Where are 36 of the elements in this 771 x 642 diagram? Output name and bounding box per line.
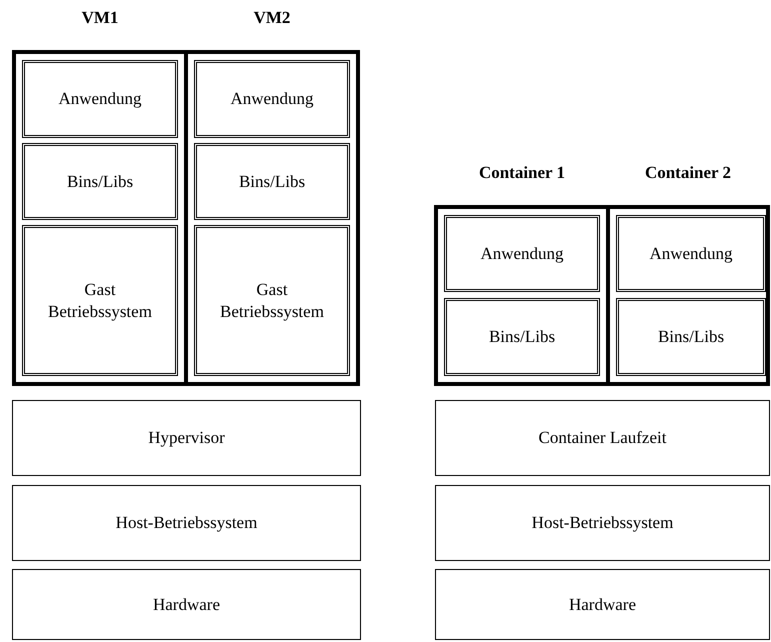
column-heading: VM2 bbox=[252, 8, 292, 28]
layer-box bbox=[435, 569, 770, 640]
layer-label: Host-Betriebssystem bbox=[116, 513, 258, 533]
layer-label: Hypervisor bbox=[148, 428, 225, 448]
layer-label: Anwendung bbox=[58, 88, 142, 110]
layer-box bbox=[12, 485, 361, 561]
layer-box bbox=[444, 298, 600, 376]
layer-box bbox=[616, 298, 766, 376]
layer-box bbox=[194, 143, 350, 220]
layer-label: Bins/Libs bbox=[66, 170, 134, 192]
layer-label: Host-Betriebssystem bbox=[532, 513, 674, 533]
layer-box bbox=[435, 400, 770, 476]
layer-box bbox=[22, 143, 178, 220]
layer-label: Hardware bbox=[152, 594, 220, 614]
layer-label: Bins/Libs bbox=[488, 326, 556, 348]
layer-label: Bins/Libs bbox=[658, 326, 724, 348]
layer-label: Anwendung bbox=[649, 242, 733, 264]
layer-box bbox=[444, 215, 600, 292]
layer-box bbox=[194, 225, 350, 376]
layer-box bbox=[435, 485, 770, 561]
layer-box bbox=[12, 569, 361, 640]
column-heading: Container 1 bbox=[478, 163, 566, 183]
column-heading: VM1 bbox=[80, 8, 120, 28]
layer-box bbox=[616, 215, 766, 292]
layer-label: Gast Betriebssystem bbox=[219, 279, 325, 322]
layer-box bbox=[12, 400, 361, 476]
column-heading: Container 2 bbox=[644, 163, 732, 183]
layer-box bbox=[22, 60, 178, 138]
layer-label: Gast Betriebssystem bbox=[47, 279, 153, 322]
layer-box bbox=[22, 225, 178, 376]
layer-box bbox=[194, 60, 350, 138]
layer-label: Anwendung bbox=[480, 242, 564, 264]
layer-label: Anwendung bbox=[230, 88, 314, 110]
layer-label: Bins/Libs bbox=[238, 170, 306, 192]
layer-label: Container Laufzeit bbox=[538, 428, 666, 448]
layer-label: Hardware bbox=[568, 594, 636, 614]
